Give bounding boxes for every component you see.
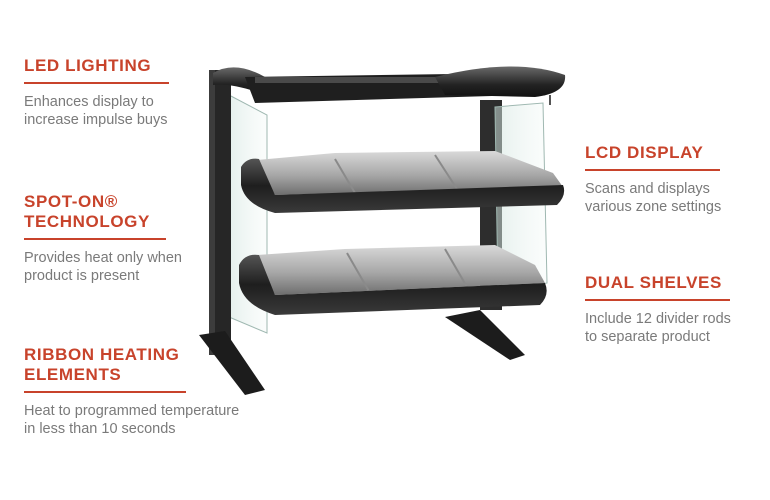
heated-display-merchandiser-image: [199, 66, 566, 395]
feature-description: Heat to programmed temperature in less t…: [24, 403, 240, 437]
left-foot: [199, 331, 265, 395]
feature-description: Include 12 divider rods to separate prod…: [585, 311, 731, 345]
title-underline: [24, 238, 166, 240]
feature-led-lighting: LED LIGHTING Enhances display to increas…: [24, 56, 169, 129]
title-underline: [24, 82, 169, 84]
lower-shelf-pan: [257, 245, 545, 295]
led-light-bar: [255, 77, 535, 83]
feature-title: LED LIGHTING: [24, 56, 152, 75]
title-underline: [585, 299, 730, 301]
feature-description: Provides heat only when product is prese…: [24, 250, 182, 284]
feature-spot-on-technology: SPOT-ON® TECHNOLOGY Provides heat only w…: [24, 192, 182, 285]
right-canopy-end: [435, 66, 566, 97]
feature-title: LCD DISPLAY: [585, 143, 704, 162]
title-underline: [585, 169, 720, 171]
title-underline: [24, 391, 186, 393]
feature-ribbon-heating-elements: RIBBON HEATING ELEMENTS Heat to programm…: [24, 345, 239, 438]
feature-title: RIBBON HEATING ELEMENTS: [24, 345, 180, 384]
right-foot: [445, 310, 525, 360]
feature-description: Scans and displays various zone settings: [585, 181, 722, 215]
feature-title: SPOT-ON® TECHNOLOGY: [24, 192, 150, 231]
feature-lcd-display: LCD DISPLAY Scans and displays various z…: [585, 143, 721, 216]
upper-shelf-rail: [241, 158, 565, 213]
feature-title: DUAL SHELVES: [585, 273, 722, 292]
feature-description: Enhances display to increase impulse buy…: [24, 94, 168, 128]
upper-shelf-pan: [257, 151, 563, 195]
lower-shelf-rail: [239, 254, 547, 315]
feature-dual-shelves: DUAL SHELVES Include 12 divider rods to …: [585, 273, 731, 346]
